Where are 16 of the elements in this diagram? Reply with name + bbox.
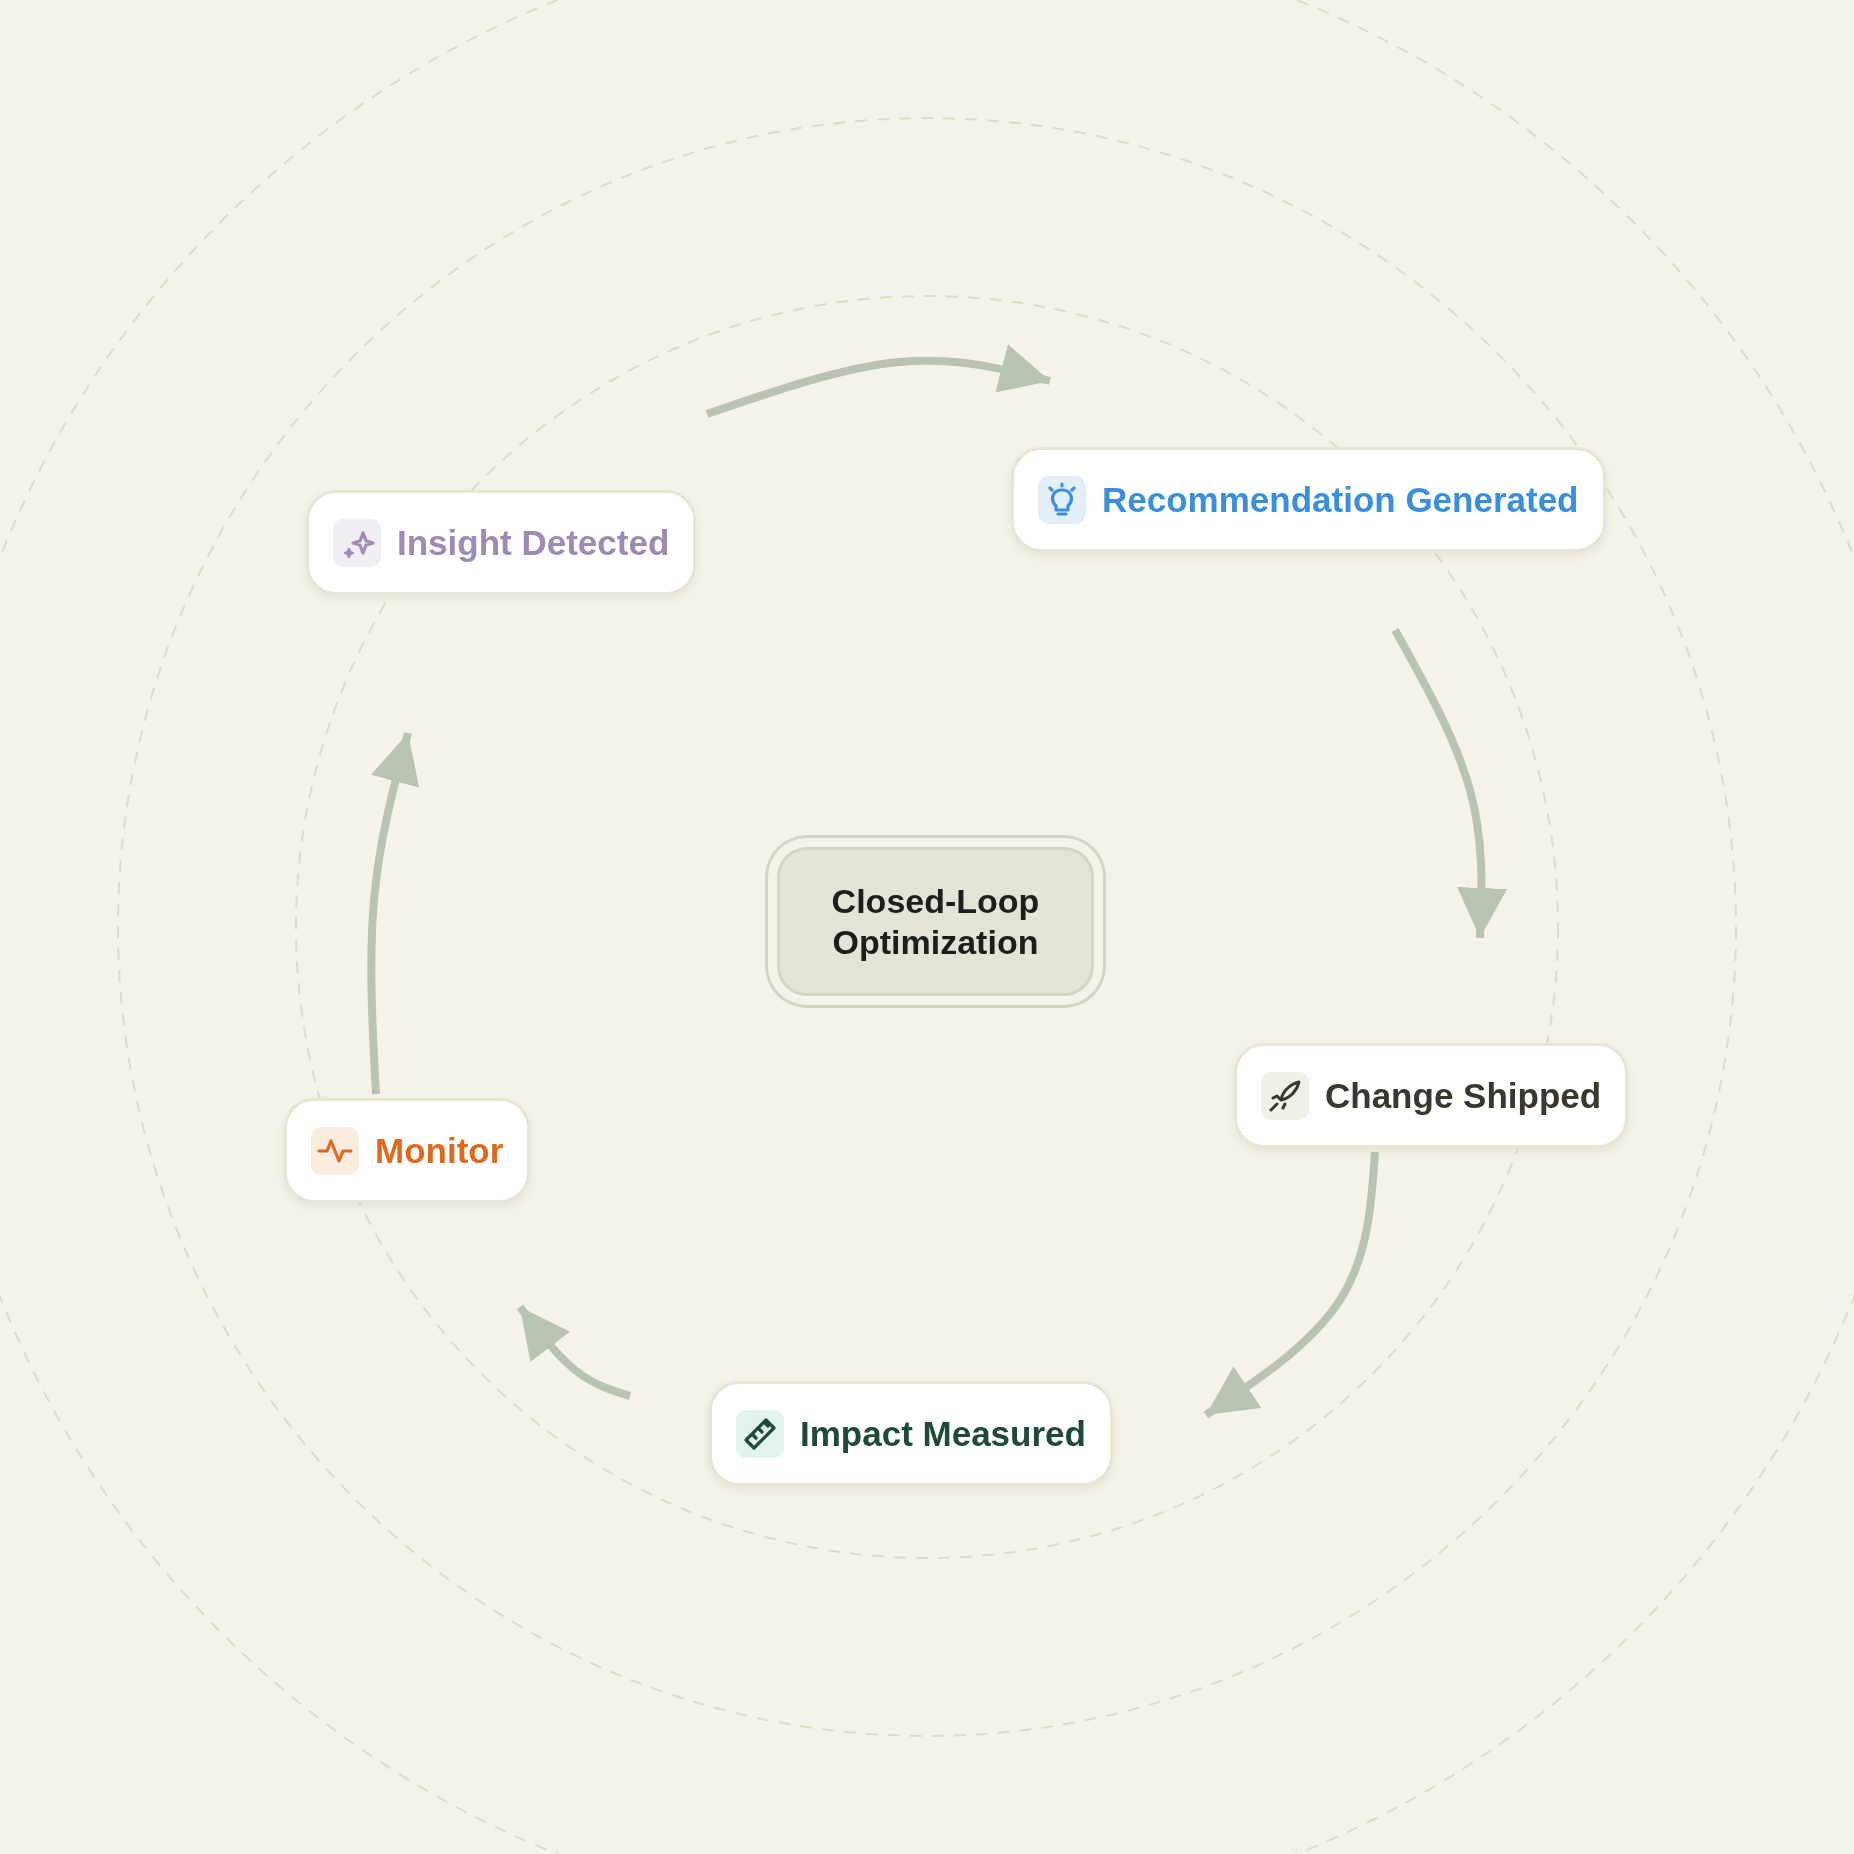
step-card [709,1381,1113,1486]
step-label: Insight Detected [397,522,670,563]
step-card [306,490,697,595]
step-label: Monitor [375,1130,504,1171]
step-card [1234,1043,1629,1148]
step-card [284,1098,531,1203]
center-label: Closed-Loop Optimization [830,880,1041,963]
curved-arrow [705,344,1051,418]
step-label: Recommendation Generated [1102,479,1579,520]
step-label: Impact Measured [800,1413,1086,1454]
step-card [1011,447,1606,552]
curved-arrow [1203,1151,1379,1419]
curved-arrow [516,1304,632,1400]
curved-arrow [1391,628,1508,939]
curved-arrow [367,731,420,1095]
step-label: Change Shipped [1325,1075,1602,1116]
